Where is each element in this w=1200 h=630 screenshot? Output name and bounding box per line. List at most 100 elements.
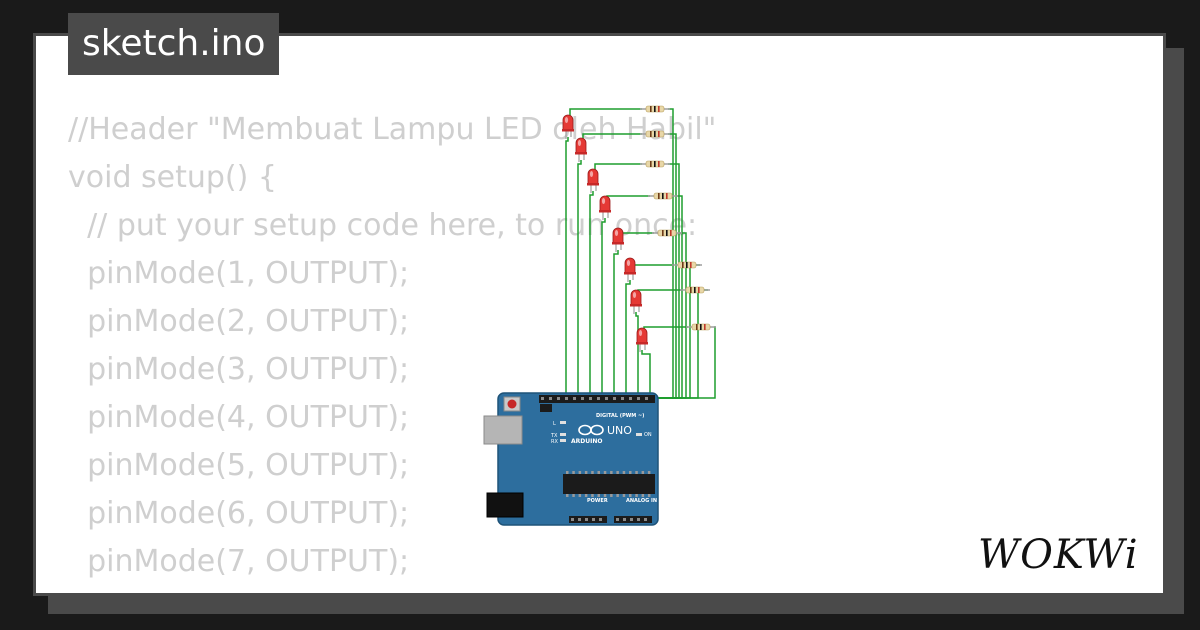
header-pin: [578, 518, 581, 521]
power-label: POWER: [587, 498, 608, 504]
code-line: pinMode(7, OUTPUT);: [68, 544, 410, 579]
wire: [641, 350, 651, 396]
header-pin: [605, 397, 608, 400]
code-line: pinMode(3, OUTPUT);: [68, 352, 410, 387]
reset-button[interactable]: [507, 399, 517, 409]
header-pin: [581, 397, 584, 400]
arduino-uno-board[interactable]: DIGITAL (PWM ~) L TX RX UNO ARDUINO ON P…: [483, 392, 659, 526]
chip-pin: [641, 471, 645, 474]
chip-pin: [610, 494, 613, 497]
chip-pin: [641, 494, 645, 497]
circuit-diagram: DIGITAL (PWM ~) L TX RX UNO ARDUINO ON P…: [483, 105, 1139, 578]
code-line: //Header "Membuat Lampu LED oleh Habil": [68, 112, 717, 147]
wokwi-logo: WOKWi: [978, 532, 1139, 578]
tx-label: TX: [550, 433, 558, 439]
l-label: L: [553, 421, 556, 427]
chip-pin: [591, 494, 594, 497]
header-pin: [616, 518, 619, 521]
chip-pin: [603, 494, 607, 497]
header-pin: [592, 518, 595, 521]
led[interactable]: [562, 114, 574, 139]
wire: [582, 133, 642, 142]
dc-jack: [486, 492, 524, 518]
microcontroller-chip: [563, 474, 655, 494]
digital-label: DIGITAL (PWM ~): [596, 413, 644, 419]
led[interactable]: [636, 327, 648, 352]
usb-port: [483, 415, 523, 445]
chip-pin: [578, 494, 582, 497]
code-line: pinMode(1, OUTPUT);: [68, 256, 410, 291]
resistor: [648, 192, 678, 200]
led[interactable]: [630, 289, 642, 314]
wire: [648, 289, 708, 399]
resistor: [680, 286, 710, 294]
resistors: [640, 105, 716, 331]
chip-pin: [616, 494, 619, 497]
wires: [565, 108, 716, 399]
resistor: [640, 130, 670, 138]
header-pin: [599, 518, 602, 521]
resistor: [640, 160, 670, 168]
board-name: UNO: [607, 424, 632, 437]
wire: [577, 160, 582, 396]
wire: [635, 312, 639, 396]
chip-pin: [578, 471, 582, 474]
chip-pin: [603, 471, 607, 474]
led[interactable]: [612, 227, 624, 252]
header-pin: [621, 397, 624, 400]
wire: [638, 133, 677, 399]
chip-pin: [616, 471, 619, 474]
header-pin: [573, 397, 576, 400]
header-pin: [645, 397, 648, 400]
chip-pin: [610, 471, 613, 474]
header-pin: [565, 397, 568, 400]
header-pin: [585, 518, 588, 521]
on-label: ON: [644, 432, 652, 438]
led[interactable]: [587, 168, 599, 193]
header-pin: [637, 518, 640, 521]
code-preview: //Header "Membuat Lampu LED oleh Habil"v…: [68, 106, 788, 593]
chip-pin: [572, 471, 575, 474]
resistor: [672, 261, 702, 269]
chip-pin: [584, 471, 588, 474]
led[interactable]: [575, 137, 587, 162]
header-pin: [549, 397, 552, 400]
wire: [601, 218, 606, 396]
header-pin: [630, 518, 633, 521]
header-pin: [644, 518, 647, 521]
header-pin: [623, 518, 626, 521]
code-line: pinMode(4, OUTPUT);: [68, 400, 410, 435]
chip-pin: [591, 471, 594, 474]
chip-pin: [584, 494, 588, 497]
chip-pin: [629, 494, 632, 497]
chip-pin: [629, 471, 632, 474]
wokwi-logo-text: WOKWi: [978, 532, 1139, 578]
arduino-logo-icon: [578, 424, 604, 436]
chip-pin: [647, 471, 651, 474]
chip-pin: [597, 471, 600, 474]
code-line: // put your setup code here, to run once…: [68, 208, 698, 243]
header-pin: [541, 397, 544, 400]
code-line: pinMode(6, OUTPUT);: [68, 496, 410, 531]
board-brand: ARDUINO: [571, 438, 602, 445]
chip-pin: [622, 471, 626, 474]
chip-pin: [566, 494, 569, 497]
led[interactable]: [599, 195, 611, 220]
file-tab[interactable]: sketch.ino: [68, 13, 280, 75]
header-pin: [613, 397, 616, 400]
wire: [565, 137, 569, 396]
wire: [594, 163, 642, 173]
header-pin: [571, 518, 574, 521]
led[interactable]: [624, 257, 636, 282]
chip-pin: [572, 494, 575, 497]
chip-pin: [566, 471, 569, 474]
header-pin: [629, 397, 632, 400]
leds: [562, 114, 648, 352]
resistor: [640, 105, 670, 113]
header-pin: [637, 397, 640, 400]
header-pin: [597, 397, 600, 400]
wire: [589, 191, 594, 396]
chip-pin: [597, 494, 600, 497]
code-line: pinMode(8, OUTPUT);: [68, 586, 788, 593]
wire: [631, 262, 674, 266]
